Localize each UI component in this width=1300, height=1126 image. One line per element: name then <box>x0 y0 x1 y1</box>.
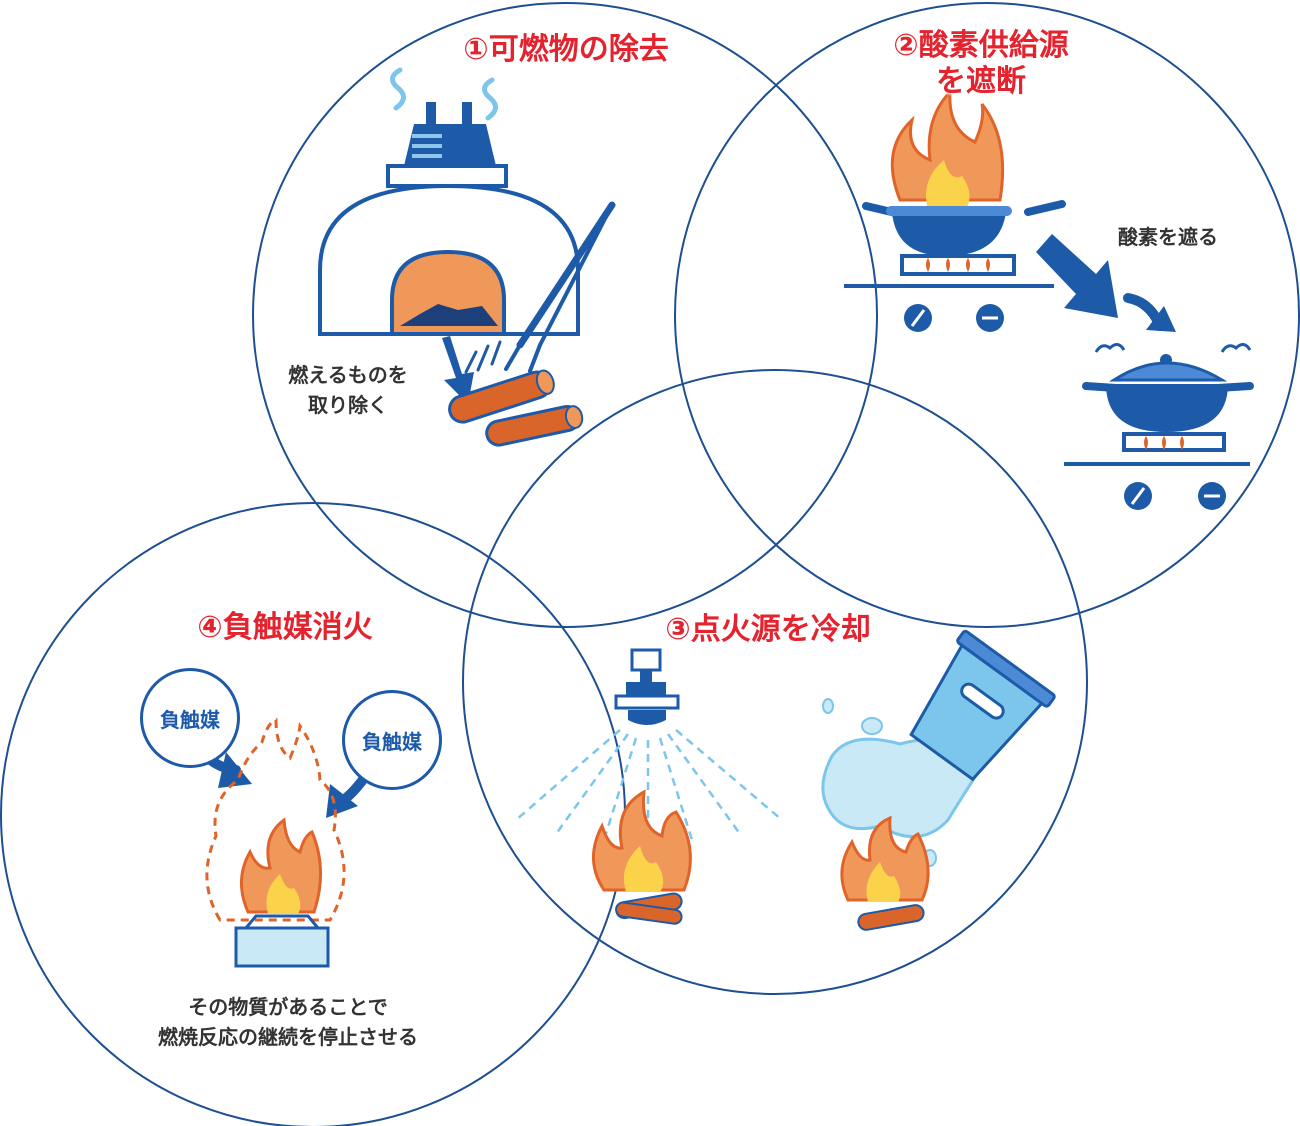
kiln-icon <box>318 67 580 336</box>
down-arrow-icon <box>442 336 474 404</box>
sprinkler-icon <box>515 648 783 848</box>
water-bucket-icon <box>821 629 1056 867</box>
note-remove-fuel-line1: 燃えるものを <box>288 363 408 387</box>
big-blue-arrow-icon <box>1036 234 1118 318</box>
note-remove-fuel-line2: 取り除く <box>308 393 388 417</box>
title-negative-catalyst: ④負触媒消火 <box>197 610 373 645</box>
flame-on-block-icon <box>205 718 346 968</box>
bubble-negative-catalyst-right: 負触媒 <box>342 690 442 790</box>
gas-stove-icon <box>844 254 1054 332</box>
small-curved-arrow-icon <box>1123 293 1176 332</box>
title-remove-fuel: ①可燃物の除去 <box>463 32 669 67</box>
note-negative-catalyst-line1: その物質があることで <box>188 995 388 1019</box>
note-remove-fuel: 燃えるものを 取り除く <box>268 360 428 420</box>
logs-icon <box>448 369 584 447</box>
tongs-icon <box>464 201 616 374</box>
bubble-negative-catalyst-left: 負触媒 <box>140 668 240 768</box>
circle-cool-ignition <box>462 369 1088 995</box>
arrow-label-cut-oxygen: 酸素を遮る <box>1118 225 1218 249</box>
note-negative-catalyst: その物質があることで 燃焼反応の継続を停止させる <box>118 992 458 1052</box>
title-cool-ignition: ③点火源を冷却 <box>665 612 871 647</box>
lidded-pot-icon <box>1064 343 1254 510</box>
circle-remove-fuel <box>252 2 878 628</box>
title-cut-oxygen: ②酸素供給源 を遮断 <box>868 28 1094 100</box>
title-cut-oxygen-line1: ②酸素供給源 <box>893 28 1069 63</box>
note-negative-catalyst-line2: 燃焼反応の継続を停止させる <box>158 1025 418 1049</box>
circle-cut-oxygen <box>674 2 1300 628</box>
campfire-icon-sprinkler <box>592 789 692 925</box>
frying-pan-flame-icon <box>862 88 1066 256</box>
catalyst-arrow-icon <box>191 741 375 818</box>
campfire-icon-bucket <box>840 815 930 931</box>
title-cut-oxygen-line2: を遮断 <box>936 64 1026 99</box>
